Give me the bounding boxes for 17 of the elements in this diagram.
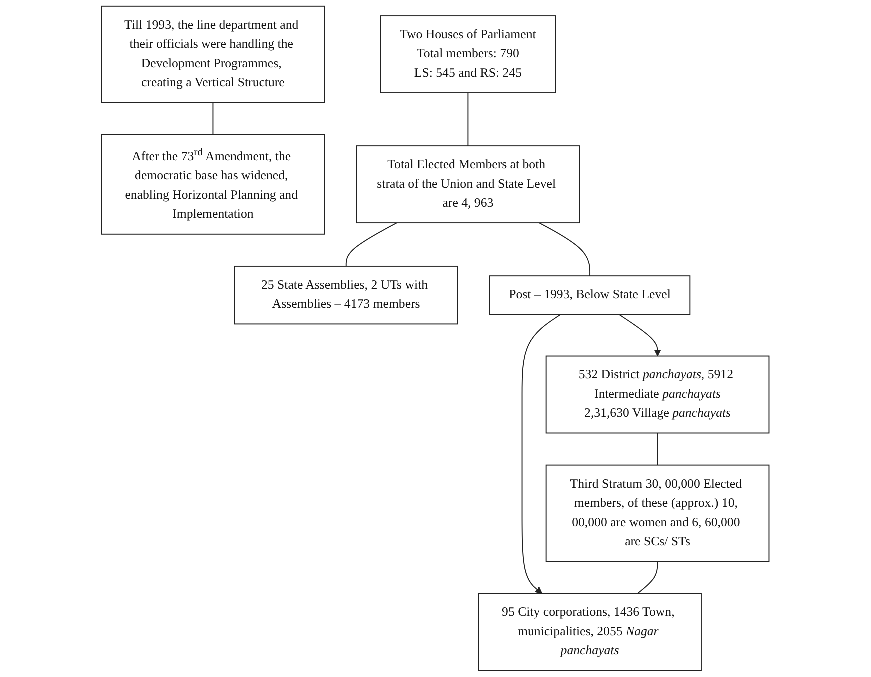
connector — [637, 561, 658, 594]
node-box: 95 City corporations, 1436 Town, municipalities, 2055 Nagar panchayats — [478, 593, 702, 672]
connector — [212, 102, 214, 136]
node-box: After the 73$^{rd}$ Amendment, the democratic base has widened, enabling Horizontal Planning and Implementation — [101, 134, 326, 235]
node-box: 532 District panchayats, 5912 Intermediate panchayats 2,31,630 Village panchayats — [546, 356, 770, 434]
node-box: Two Houses of Parliament Total members: 790 LS: 545 and RS: 245 — [380, 16, 556, 94]
node-box: Third Stratum 30, 00,000 Elected members, of these (approx.) 10, 00,000 are women and 6, 60,000 are SCs/ STs — [546, 464, 770, 562]
arrow — [618, 314, 662, 357]
connector — [538, 222, 590, 277]
node-box: Till 1993, the line department and their officials were handling the Development Programmes, creating a Vertical Structure — [101, 6, 326, 104]
arrow — [522, 314, 562, 594]
connector — [346, 222, 398, 267]
connector — [468, 92, 469, 147]
node-box: 25 State Assemblies, 2 UTs with Assemblies – 4173 members — [234, 266, 458, 325]
node-box: Post – 1993, Below State Level — [489, 276, 691, 316]
connector — [657, 432, 658, 466]
node-box: Total Elected Members at both strata of the Union and State Level are 4, 963 — [356, 146, 580, 224]
